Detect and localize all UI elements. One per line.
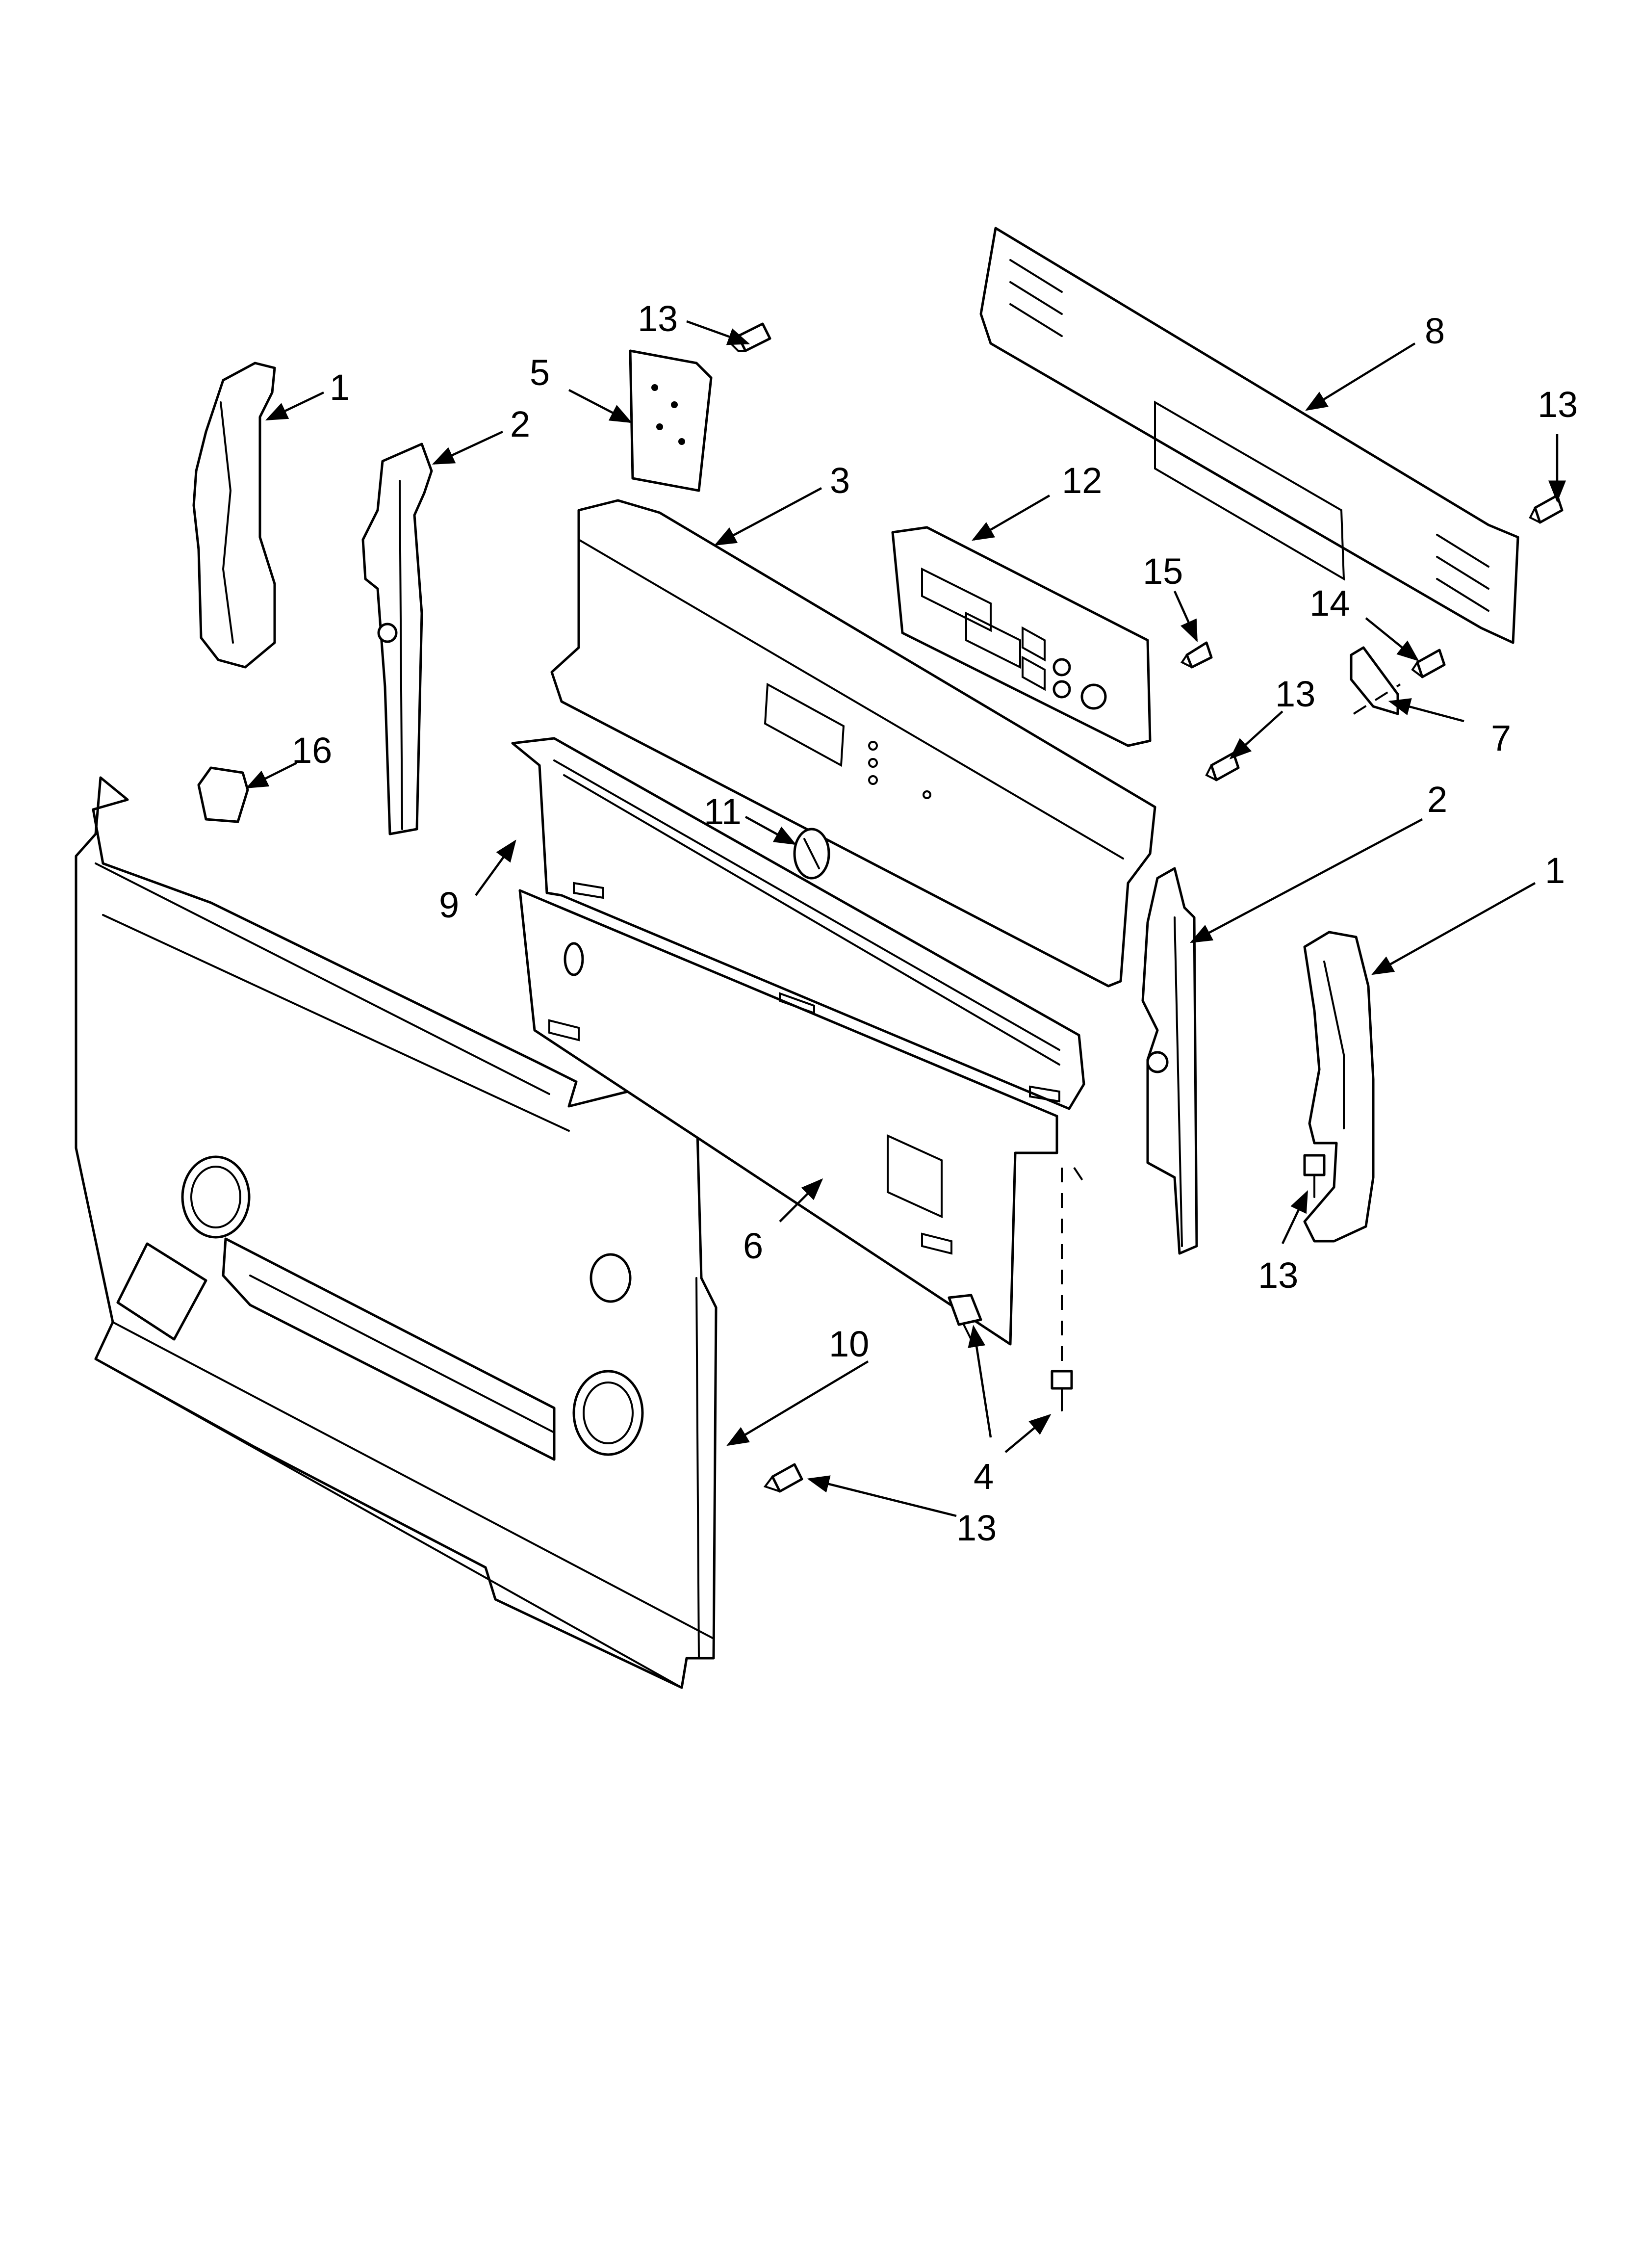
callout-8: 8 <box>1425 311 1445 351</box>
callout-15: 15 <box>1143 551 1183 592</box>
end-bracket-right-part <box>1141 867 1198 1255</box>
end-bracket-left-part <box>361 443 433 835</box>
callout-13-mid: 13 <box>1275 674 1315 714</box>
console-part-3 <box>550 499 1156 988</box>
callout-13-bottom: 13 <box>956 1508 997 1548</box>
rear-trim-panel-part-8 <box>979 227 1519 644</box>
screw-part-13-mid <box>1205 752 1240 782</box>
screw-part-4-left <box>948 1294 982 1340</box>
control-display-part-12 <box>891 526 1152 747</box>
mounting-dash-line-2 <box>1073 1167 1085 1183</box>
side-trim-right-part <box>1303 931 1375 1243</box>
callout-6: 6 <box>743 1225 763 1266</box>
callout-13-lower-right: 13 <box>1258 1255 1298 1296</box>
callout-2-right: 2 <box>1427 779 1447 820</box>
screw-part-14 <box>1411 649 1446 678</box>
console-frame-part-9 <box>511 737 1085 1110</box>
callout-16: 16 <box>292 730 332 771</box>
callout-1-right: 1 <box>1545 850 1565 891</box>
lower-panel-part-6 <box>518 889 1058 1346</box>
screw-part-4-right <box>1051 1370 1073 1411</box>
callout-7: 7 <box>1491 718 1511 758</box>
callout-4: 4 <box>974 1456 994 1497</box>
knob-part-11 <box>793 828 830 880</box>
callout-13-right: 13 <box>1538 384 1578 425</box>
board-part-5 <box>629 349 713 492</box>
callout-5: 5 <box>530 352 550 393</box>
callout-3: 3 <box>830 460 850 501</box>
screw-part-13-lower-right <box>1303 1154 1326 1198</box>
callout-11: 11 <box>704 791 742 832</box>
side-trim-left-part <box>192 362 276 669</box>
callout-13-top: 13 <box>638 298 678 339</box>
bracket-part-7 <box>1350 646 1401 715</box>
screw-part-15 <box>1180 641 1213 669</box>
rear-panel-part <box>75 776 718 1689</box>
callout-14: 14 <box>1309 583 1350 624</box>
screw-part-13-bottom <box>763 1463 803 1493</box>
callout-2-left: 2 <box>510 404 530 444</box>
clip-part-16 <box>197 766 249 823</box>
screw-part-13-top <box>729 322 771 352</box>
callout-1-left: 1 <box>330 367 350 408</box>
callout-9: 9 <box>439 885 459 925</box>
callout-12: 12 <box>1062 460 1102 501</box>
leader-lines <box>245 320 1566 1517</box>
callout-10: 10 <box>829 1324 869 1364</box>
